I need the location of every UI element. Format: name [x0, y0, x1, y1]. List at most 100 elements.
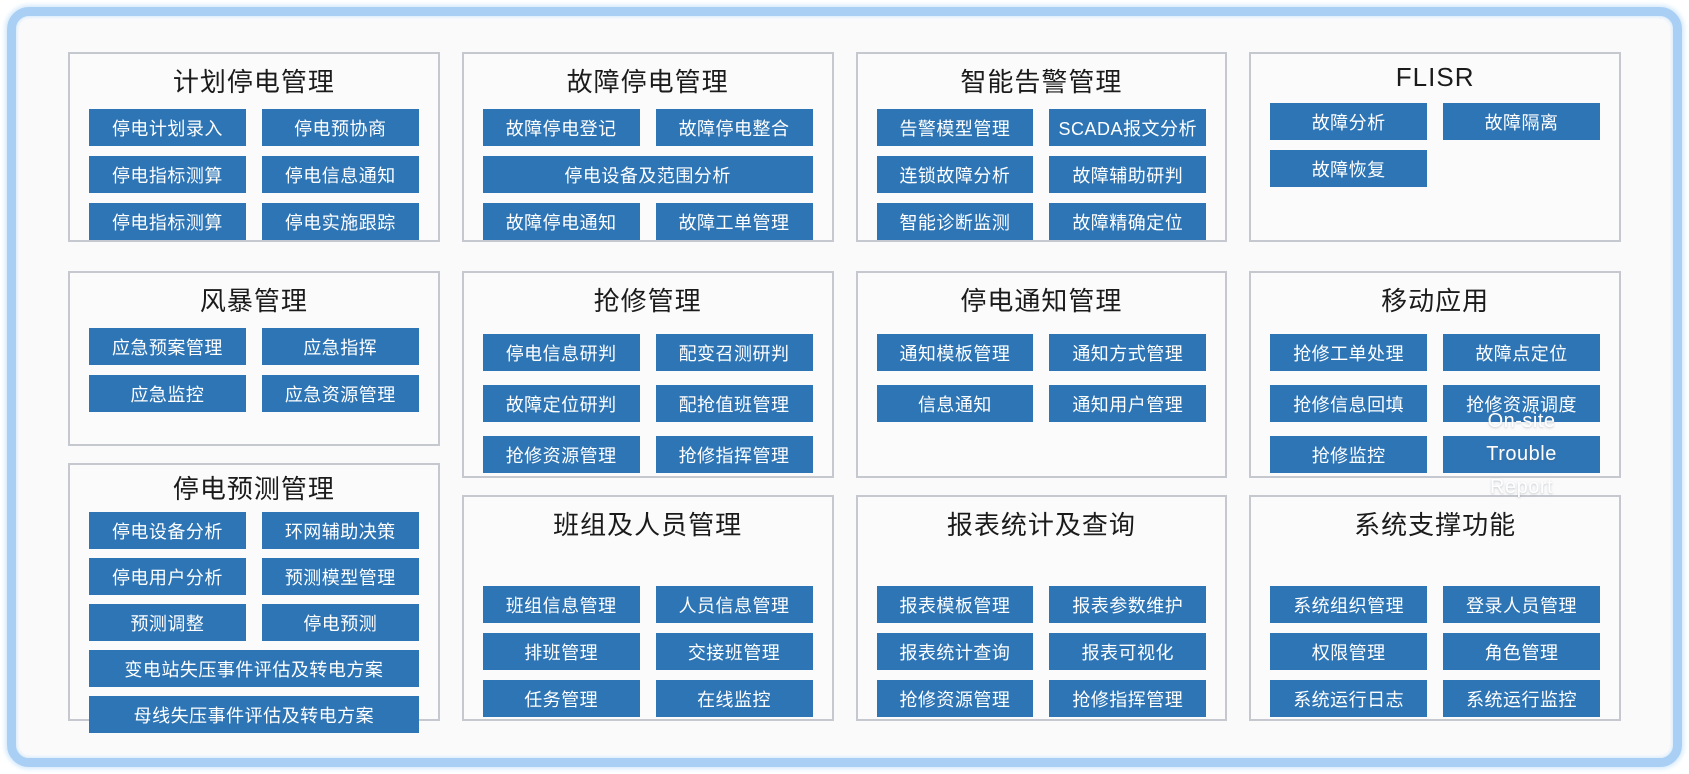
panel-title-outage-notice: 停电通知管理	[960, 286, 1123, 316]
module-button[interactable]: 故障点定位	[1443, 334, 1600, 371]
module-button[interactable]: 抢修监控	[1270, 436, 1428, 473]
module-button[interactable]: 停电实施跟踪	[261, 203, 419, 240]
panel-column-1: 计划停电管理停电计划录入停电预协商停电指标测算停电信息通知停电指标测算停电实施跟…	[68, 52, 440, 733]
module-button[interactable]: 应急指挥	[261, 328, 419, 365]
button-row: 停电指标测算停电实施跟踪	[89, 203, 419, 240]
module-button[interactable]: 班组信息管理	[482, 586, 640, 623]
module-button[interactable]: 停电计划录入	[89, 109, 246, 146]
panel-title-outage-forecast: 停电预测管理	[172, 474, 335, 504]
button-row: 故障分析故障隔离	[1270, 103, 1600, 140]
module-button[interactable]: 配变召测研判	[655, 334, 813, 371]
module-button[interactable]: 报表可视化	[1049, 633, 1207, 670]
panel-column-2: 故障停电管理故障停电登记故障停电整合停电设备及范围分析故障停电通知故障工单管理抢…	[461, 52, 834, 721]
module-button[interactable]: 通知模板管理	[876, 334, 1034, 371]
panel-storm: 风暴管理应急预案管理应急指挥应急监控应急资源管理	[68, 271, 440, 446]
module-button[interactable]: 人员信息管理	[655, 586, 813, 623]
panel-title-storm: 风暴管理	[199, 286, 308, 316]
button-row: 抢修信息回填抢修资源调度	[1270, 385, 1600, 422]
module-button[interactable]: 故障分析	[1270, 103, 1428, 140]
button-row: 停电信息研判配变召测研判	[482, 334, 813, 371]
button-row: 连锁故障分析故障辅助研判	[876, 156, 1207, 193]
module-button[interactable]: SCADA报文分析	[1049, 109, 1207, 146]
panel-title-repair: 抢修管理	[593, 286, 702, 316]
module-button[interactable]: 报表模板管理	[876, 586, 1034, 623]
module-button[interactable]: 故障定位研判	[482, 385, 640, 422]
module-button[interactable]: 应急预案管理	[89, 328, 246, 365]
module-button[interactable]: 配抢值班管理	[655, 385, 813, 422]
module-button[interactable]: 智能诊断监测	[876, 203, 1034, 240]
module-button[interactable]: 故障停电登记	[482, 109, 640, 146]
module-button[interactable]: 停电指标测算	[89, 156, 246, 193]
button-row: 抢修资源管理抢修指挥管理	[482, 436, 813, 473]
panel-grid: 计划停电管理停电计划录入停电预协商停电指标测算停电信息通知停电指标测算停电实施跟…	[38, 38, 1651, 736]
module-button[interactable]: 通知用户管理	[1049, 385, 1207, 422]
module-button[interactable]: 停电指标测算	[89, 203, 246, 240]
module-button[interactable]: 抢修资源管理	[482, 436, 640, 473]
module-button[interactable]: 应急资源管理	[261, 375, 419, 412]
module-button[interactable]: 应急监控	[89, 375, 246, 412]
module-button[interactable]: 排班管理	[482, 633, 640, 670]
module-button[interactable]: 通知方式管理	[1049, 334, 1207, 371]
module-button[interactable]: 故障停电通知	[482, 203, 640, 240]
module-button[interactable]: 故障停电整合	[655, 109, 813, 146]
module-button[interactable]: 抢修资源调度	[1443, 385, 1600, 422]
module-button[interactable]: 故障辅助研判	[1049, 156, 1207, 193]
button-row: 排班管理交接班管理	[482, 633, 813, 670]
button-row: 报表模板管理报表参数维护	[876, 586, 1207, 623]
panel-reports: 报表统计及查询报表模板管理报表参数维护报表统计查询报表可视化抢修资源管理抢修指挥…	[855, 495, 1228, 721]
button-row: 任务管理在线监控	[482, 680, 813, 717]
panel-title-mobile: 移动应用	[1381, 286, 1490, 316]
button-row: 报表统计查询报表可视化	[876, 633, 1207, 670]
module-button[interactable]: 故障精确定位	[1049, 203, 1207, 240]
module-button[interactable]: 系统组织管理	[1270, 586, 1428, 623]
panel-body: 报表模板管理报表参数维护报表统计查询报表可视化抢修资源管理抢修指挥管理	[876, 586, 1207, 717]
module-button[interactable]: 任务管理	[482, 680, 640, 717]
module-button[interactable]: 报表统计查询	[876, 633, 1034, 670]
module-button[interactable]: 系统运行监控	[1443, 680, 1600, 717]
module-button[interactable]: 预测模型管理	[261, 558, 419, 595]
button-row: 变电站失压事件评估及转电方案	[89, 650, 419, 687]
module-button[interactable]: 故障隔离	[1443, 103, 1600, 140]
module-button[interactable]: 连锁故障分析	[876, 156, 1034, 193]
module-button[interactable]: 故障恢复	[1270, 150, 1428, 187]
module-button[interactable]: 角色管理	[1443, 633, 1600, 670]
module-button[interactable]: 环网辅助决策	[261, 512, 419, 549]
module-button[interactable]: 抢修工单处理	[1270, 334, 1428, 371]
module-button[interactable]: 停电预测	[261, 604, 419, 641]
module-button[interactable]: 抢修指挥管理	[655, 436, 813, 473]
module-button[interactable]: 故障工单管理	[655, 203, 813, 240]
button-row: 系统运行日志系统运行监控	[1270, 680, 1600, 717]
module-button[interactable]: 在线监控	[655, 680, 813, 717]
module-button[interactable]: 停电信息研判	[482, 334, 640, 371]
module-button[interactable]: 信息通知	[876, 385, 1034, 422]
module-button[interactable]: 报表参数维护	[1049, 586, 1207, 623]
module-button[interactable]: 停电信息通知	[261, 156, 419, 193]
module-button[interactable]: 停电用户分析	[89, 558, 246, 595]
module-button[interactable]: 停电预协商	[261, 109, 419, 146]
panel-system-support: 系统支撑功能系统组织管理登录人员管理权限管理角色管理系统运行日志系统运行监控	[1249, 495, 1621, 721]
module-button[interactable]: 预测调整	[89, 604, 246, 641]
panel-body: 停电设备分析环网辅助决策停电用户分析预测模型管理预测调整停电预测变电站失压事件评…	[89, 512, 419, 733]
module-button[interactable]: 交接班管理	[655, 633, 813, 670]
module-button[interactable]: 抢修指挥管理	[1049, 680, 1207, 717]
module-button[interactable]: 抢修资源管理	[876, 680, 1034, 717]
module-button[interactable]: 母线失压事件评估及转电方案	[89, 696, 419, 733]
button-row: 班组信息管理人员信息管理	[482, 586, 813, 623]
module-button[interactable]: 告警模型管理	[876, 109, 1034, 146]
module-button[interactable]: 系统运行日志	[1270, 680, 1428, 717]
button-row: 停电设备分析环网辅助决策	[89, 512, 419, 549]
button-row: 预测调整停电预测	[89, 604, 419, 641]
module-button[interactable]: 抢修信息回填	[1270, 385, 1428, 422]
module-button[interactable]: 停电设备及范围分析	[482, 156, 813, 193]
module-button[interactable]: 停电设备分析	[89, 512, 246, 549]
module-button[interactable]: 变电站失压事件评估及转电方案	[89, 650, 419, 687]
module-button[interactable]: 权限管理	[1270, 633, 1428, 670]
module-button[interactable]: 登录人员管理	[1443, 586, 1600, 623]
button-row: 停电指标测算停电信息通知	[89, 156, 419, 193]
panel-title-reports: 报表统计及查询	[946, 510, 1136, 540]
panel-repair: 抢修管理停电信息研判配变召测研判故障定位研判配抢值班管理抢修资源管理抢修指挥管理	[461, 271, 834, 478]
panel-fault-outage: 故障停电管理故障停电登记故障停电整合停电设备及范围分析故障停电通知故障工单管理	[461, 52, 834, 242]
panel-body: 停电信息研判配变召测研判故障定位研判配抢值班管理抢修资源管理抢修指挥管理	[482, 334, 813, 473]
